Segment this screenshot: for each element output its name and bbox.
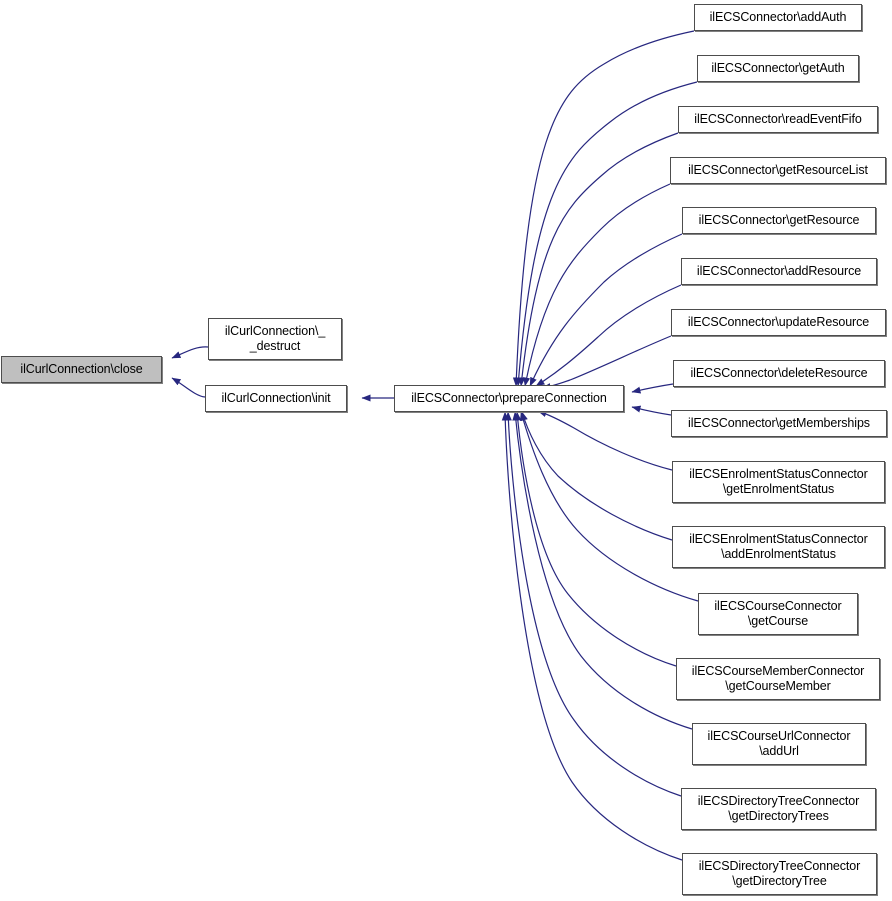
call-edge [523,183,671,387]
call-edge [514,411,677,667]
graph-node-getResource[interactable]: ilECSConnector\getResource [682,207,876,234]
graph-node-prepareConnection[interactable]: ilECSConnector\prepareConnection [394,385,624,412]
graph-node-updateResource[interactable]: ilECSConnector\updateResource [671,309,886,336]
graph-node-getMemberships[interactable]: ilECSConnector\getMemberships [671,410,887,437]
graph-node-getAuth[interactable]: ilECSConnector\getAuth [697,55,859,82]
graph-node-getEnrolmentStatus[interactable]: ilECSEnrolmentStatusConnector \getEnrolm… [672,461,885,503]
call-edge [171,346,209,359]
call-edge [512,30,695,387]
call-edge [631,383,674,394]
call-edge [518,132,679,387]
call-edge [541,335,672,391]
graph-node-readEventFifo[interactable]: ilECSConnector\readEventFifo [678,106,878,133]
call-edge [529,233,683,387]
call-edge [501,411,683,861]
call-edge [521,411,673,541]
call-edge [171,377,206,398]
graph-node-getCourse[interactable]: ilECSCourseConnector \getCourse [698,593,858,635]
graph-node-deleteResource[interactable]: ilECSConnector\deleteResource [673,360,885,387]
call-edge [631,405,672,416]
edge-paths [171,30,699,861]
graph-node-getDirectoryTrees[interactable]: ilECSDirectoryTreeConnector \getDirector… [681,788,876,830]
graph-node-close[interactable]: ilCurlConnection\close [1,356,162,383]
graph-node-addAuth[interactable]: ilECSConnector\addAuth [694,4,862,31]
graph-node-getCourseMember[interactable]: ilECSCourseMemberConnector \getCourseMem… [676,658,880,700]
graph-node-getDirectoryTree[interactable]: ilECSDirectoryTreeConnector \getDirector… [682,853,877,895]
call-edge [512,411,693,730]
call-edge [515,81,698,387]
call-edge [504,411,682,797]
graph-node-addEnrolmentStatus[interactable]: ilECSEnrolmentStatusConnector \addEnrolm… [672,526,885,568]
call-edge [537,410,673,471]
call-edge [535,284,682,387]
graph-node-destruct[interactable]: ilCurlConnection\_ _destruct [208,318,342,360]
graph-node-addResource[interactable]: ilECSConnector\addResource [681,258,877,285]
graph-node-init[interactable]: ilCurlConnection\init [205,385,347,412]
graph-node-addUrl[interactable]: ilECSCourseUrlConnector \addUrl [692,723,866,765]
call-edge [519,411,699,602]
graph-node-getResourceList[interactable]: ilECSConnector\getResourceList [670,157,886,184]
